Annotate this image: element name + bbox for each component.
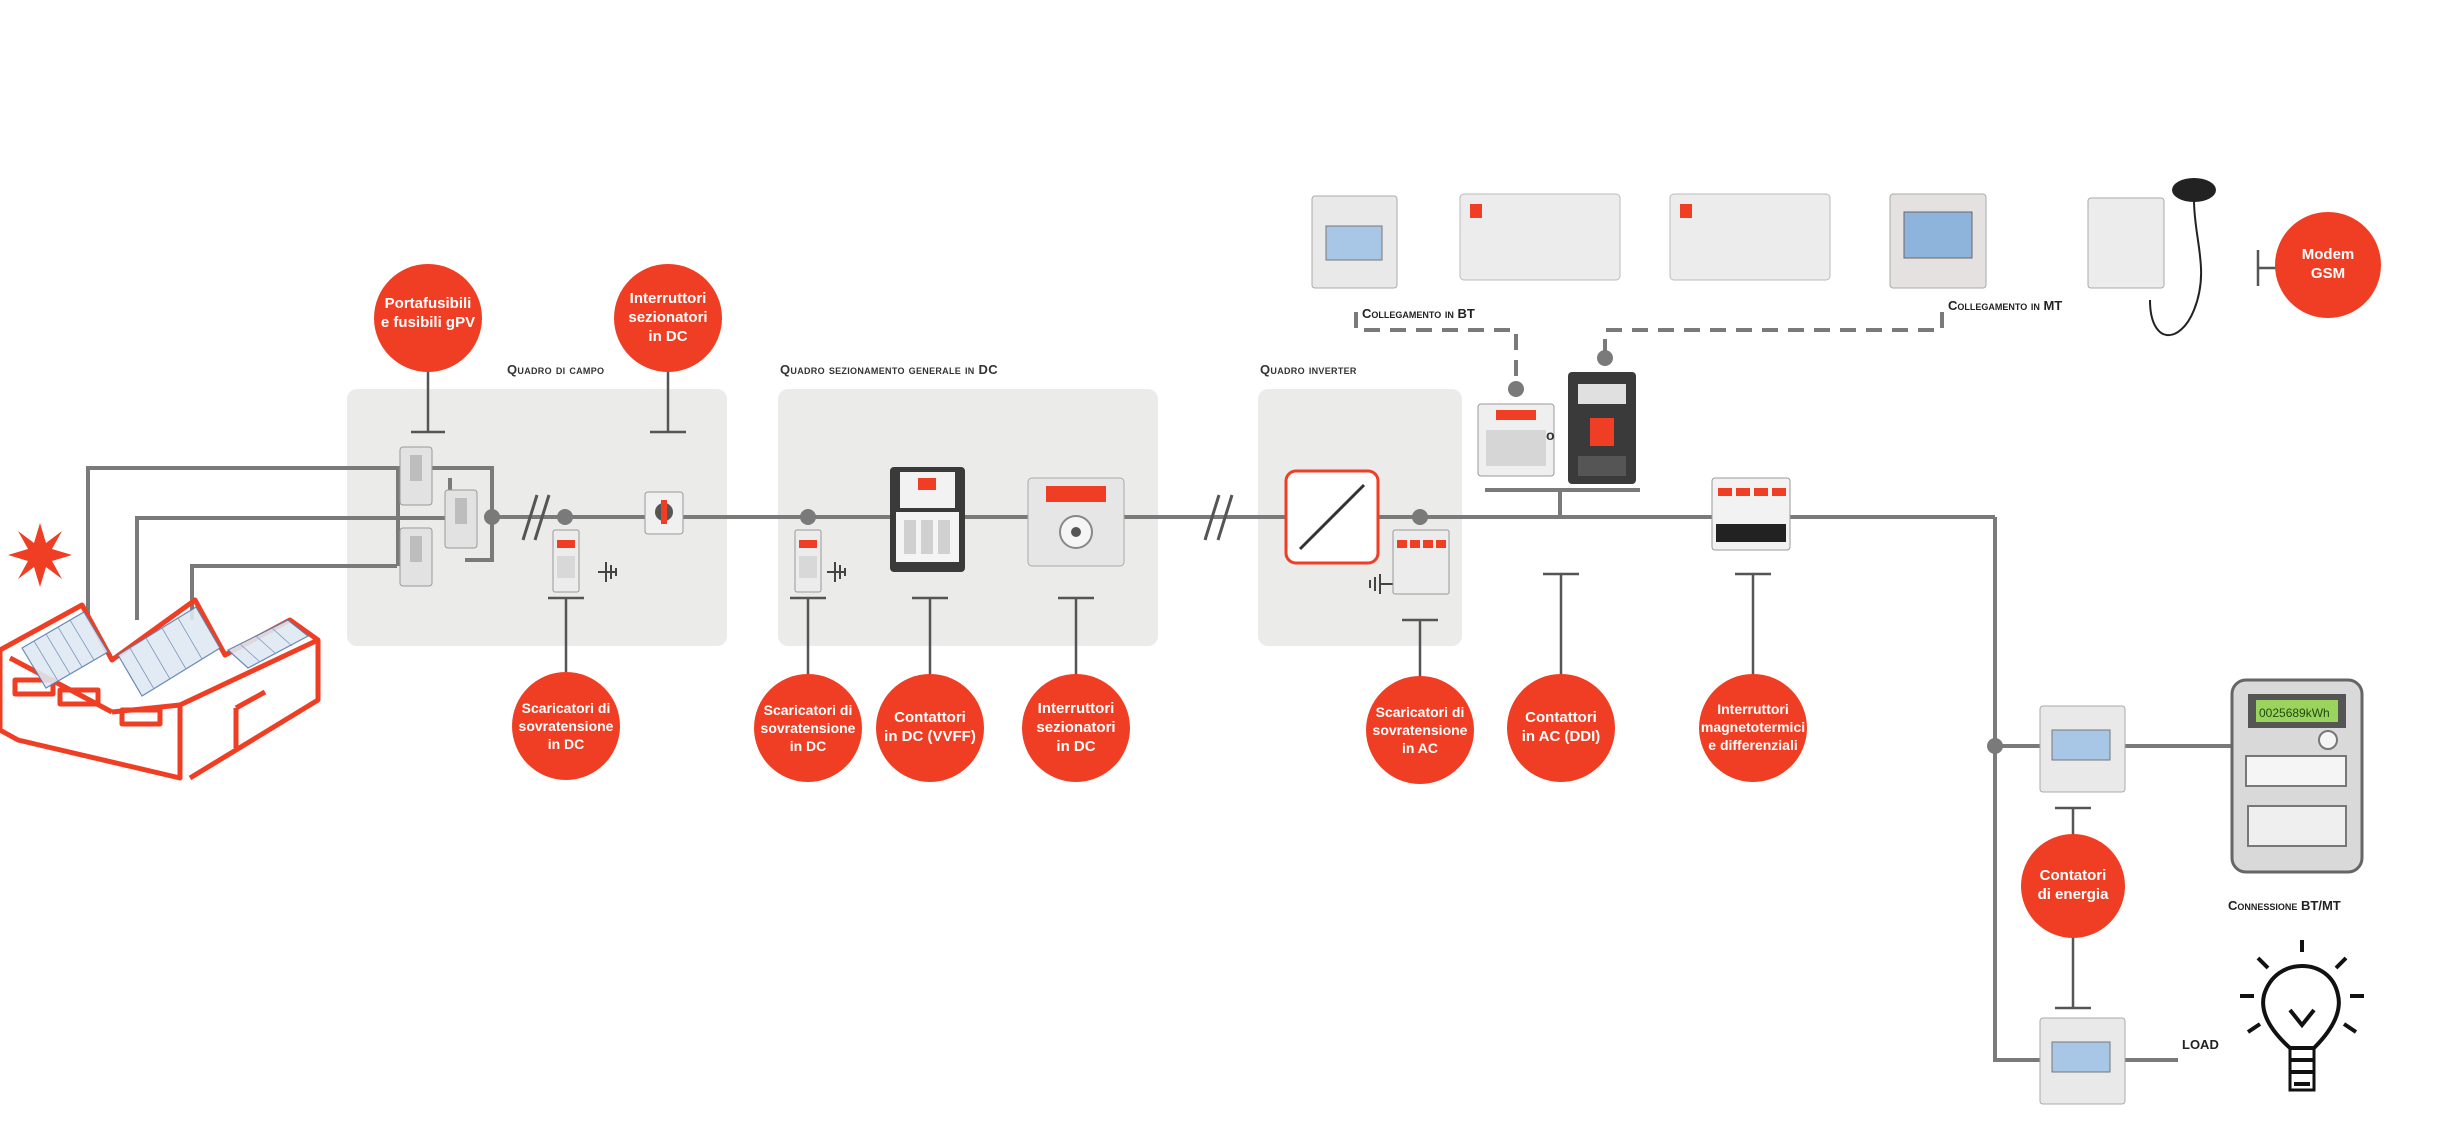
dc-contactor-device (890, 467, 965, 572)
section-title-quadro-inverter: Quadro inverter (1260, 362, 1357, 377)
bubble-contatori-energia: Contatori di energia (2021, 834, 2125, 938)
protection-relay-device (1889, 193, 1987, 289)
bubble-line: Portafusibili (385, 295, 472, 312)
bubble-line: in AC (DDI) (1522, 728, 1601, 745)
meter-display-reading: 0025689kWh (2259, 706, 2330, 720)
solar-building-icon (0, 597, 321, 781)
bubble-line: Scaricatori di (522, 700, 611, 716)
bubble-line: sovratensione (519, 718, 614, 734)
bubble-line: Interruttori (630, 290, 707, 307)
bubble-line: in DC (790, 738, 827, 754)
bubble-line: GSM (2311, 265, 2345, 282)
ground-icon (827, 562, 846, 582)
power-analyzer-device (1669, 193, 1831, 281)
surge-arrester-device (552, 529, 580, 593)
bus-lines (86, 466, 2232, 1062)
energy-meter-device (2039, 1017, 2126, 1105)
junction-dot (1508, 381, 1524, 397)
bubble-line: Contatori (2040, 867, 2107, 884)
ac-contactor-device (1477, 403, 1555, 477)
bubble-line: in DC (648, 328, 687, 345)
utility-meter-icon (2230, 678, 2364, 874)
surge-arrester-device (794, 529, 822, 593)
bubble-line: in DC (548, 736, 585, 752)
solar-panel-array (21, 606, 310, 697)
junction-dots (484, 509, 2003, 754)
bubble-magnetotermici: Interruttori magnetotermici e differenzi… (1699, 674, 1807, 782)
sun-icon (8, 523, 72, 587)
junction-dot (1597, 350, 1613, 366)
surge-arrester-device (1392, 529, 1450, 595)
bubble-interruttori-sezionatori-top: Interruttori sezionatori in DC (614, 264, 722, 372)
bubble-connectors (411, 250, 2276, 1010)
bubble-scaricatori-dc-1: Scaricatori di sovratensione in DC (512, 672, 620, 780)
bubble-line: sovratensione (761, 720, 856, 736)
bubble-line: in AC (1402, 740, 1438, 756)
control-links (1354, 312, 1944, 388)
bubble-line: sezionatori (628, 309, 707, 326)
light-bulb-icon (2240, 940, 2364, 1092)
bubble-line: Contattori (894, 709, 966, 726)
bubble-portafusibili: Portafusibili e fusibili gPV (374, 264, 482, 372)
bubble-modem-gsm: Modem GSM (2275, 212, 2381, 318)
bubble-line: e differenziali (1708, 737, 1797, 753)
gsm-modem-device (2087, 178, 2216, 337)
fuse-holder-device (399, 446, 478, 587)
bubble-contattori-dc: Contattori in DC (VVFF) (876, 674, 984, 782)
inverter-icon (1284, 469, 1380, 565)
bubble-line: Modem (2302, 246, 2355, 263)
bubble-line: di energia (2038, 886, 2110, 903)
label-connessione-bt-mt: Connessione BT/MT (2228, 898, 2341, 913)
label-load: LOAD (2182, 1037, 2219, 1052)
bubble-line: Scaricatori di (764, 702, 853, 718)
bubble-line: in DC (1056, 738, 1095, 755)
ground-icon (598, 562, 617, 582)
bubble-line: sovratensione (1373, 722, 1468, 738)
dc-disconnector-device (644, 491, 684, 535)
bubble-line: e fusibili gPV (381, 314, 475, 331)
mcb-rcd-device (1711, 477, 1791, 551)
bubble-contattori-ac: Contattori in AC (DDI) (1507, 674, 1615, 782)
energy-meter-device (1311, 195, 1398, 289)
bubble-line: Contattori (1525, 709, 1597, 726)
bubble-line: sezionatori (1036, 719, 1115, 736)
bubble-line: magnetotermici (1701, 719, 1805, 735)
label-collegamento-mt: Collegamento in MT (1948, 298, 2062, 313)
or-label: o (1546, 427, 1555, 443)
power-analyzer-device (1459, 193, 1621, 281)
label-collegamento-bt: Collegamento in BT (1362, 306, 1475, 321)
bubble-scaricatori-dc-2: Scaricatori di sovratensione in DC (754, 674, 862, 782)
bubble-line: in DC (VVFF) (884, 728, 976, 745)
section-title-quadro-campo: Quadro di campo (507, 362, 604, 377)
solar-panel-grid (33, 617, 293, 690)
bubble-scaricatori-ac: Scaricatori di sovratensione in AC (1366, 676, 1474, 784)
bubble-line: Interruttori (1717, 701, 1789, 717)
bubble-interruttori-sezionatori-bottom: Interruttori sezionatori in DC (1022, 674, 1130, 782)
energy-meter-device (2039, 705, 2126, 793)
dc-switch-disconnector-device (1027, 477, 1125, 567)
bubble-line: Scaricatori di (1376, 704, 1465, 720)
section-title-quadro-dc: Quadro sezionamento generale in DC (780, 362, 998, 377)
ac-circuit-breaker-device (1568, 372, 1636, 484)
line-break-marks (521, 494, 1234, 541)
bubble-line: Interruttori (1038, 700, 1115, 717)
